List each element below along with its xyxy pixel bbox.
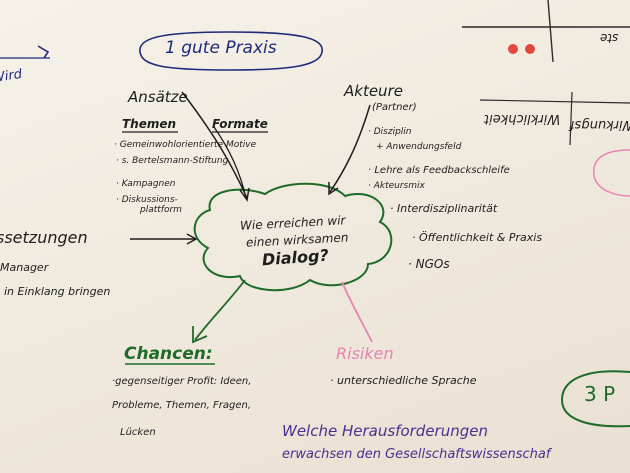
left-item: · s. Bertelsmann-Stiftung [116, 156, 229, 166]
arrow-chancen [194, 279, 246, 341]
right-item: + Anwendungsfeld [376, 142, 462, 152]
red-dot-sticker [525, 44, 535, 54]
corner-bubble-text: 3 P [584, 382, 616, 406]
left-item: · Gemeinwohlorientierte Motive [114, 140, 257, 150]
center-question-line: Dialog? [261, 245, 330, 270]
ansaetze-heading: Ansätze [128, 88, 188, 106]
formate-label: Formate [212, 117, 268, 131]
center-cloud-outline [193, 182, 393, 292]
blue-arrow-mark [37, 45, 50, 59]
far-left-line: in Einklang bringen [4, 285, 111, 298]
right-item: · NGOs [408, 257, 450, 271]
bottom-question-line: erwachsen den Gesellschaftswissenschaf [282, 447, 551, 462]
far-left-line: Manager [0, 261, 49, 274]
bottom-question-line: Welche Herausforderungen [282, 422, 488, 440]
line-risiken [341, 281, 373, 343]
arrow-akteure [329, 104, 371, 193]
risiken-line: · unterschiedliche Sprache [330, 374, 477, 387]
header-bubble-text: 1 gute Praxis [165, 38, 277, 58]
right-item: · Interdisziplinarität [390, 202, 498, 215]
header-bubble-outline [139, 31, 323, 71]
risiken-heading: Risiken [336, 344, 394, 363]
right-item: · Disziplin [368, 127, 412, 137]
grid-vertical-line [547, 0, 554, 63]
left-item: plattform [140, 205, 182, 215]
far-left-heading: ssetzungen [0, 228, 88, 247]
chancen-heading: Chancen: [124, 344, 213, 364]
pink-circle-fragment [593, 149, 630, 197]
akteure-heading: Akteure [344, 82, 403, 100]
right-item: · Lehre als Feedbackschleife [368, 165, 510, 176]
green-oval-fragment [560, 370, 630, 428]
grid-vertical-line-lower [569, 91, 573, 146]
arrow-formate [213, 126, 247, 199]
themen-label: Themen [122, 117, 177, 131]
mirrored-fragment-1: Wirklichkeit [484, 111, 561, 126]
chancen-line: Probleme, Themen, Fragen, [112, 400, 251, 411]
top-right-fragment: ste [600, 31, 619, 45]
arrow-ansaetze [181, 91, 248, 199]
mirrored-fragment-2: Wirkungsf [570, 117, 630, 132]
right-item: · Akteursmix [368, 181, 425, 191]
chancen-line: Lücken [120, 427, 156, 438]
left-item: · Kampagnen [116, 179, 176, 189]
partner-label: (Partner) [372, 102, 417, 113]
right-item: · Öffentlichkeit & Praxis [412, 231, 543, 244]
chancen-line: ·gegenseitiger Profit: Ideen, [112, 376, 252, 387]
grid-horizontal-line-lower [479, 99, 630, 104]
left-item: · Diskussions- [116, 195, 178, 205]
red-dot-sticker [508, 44, 518, 54]
